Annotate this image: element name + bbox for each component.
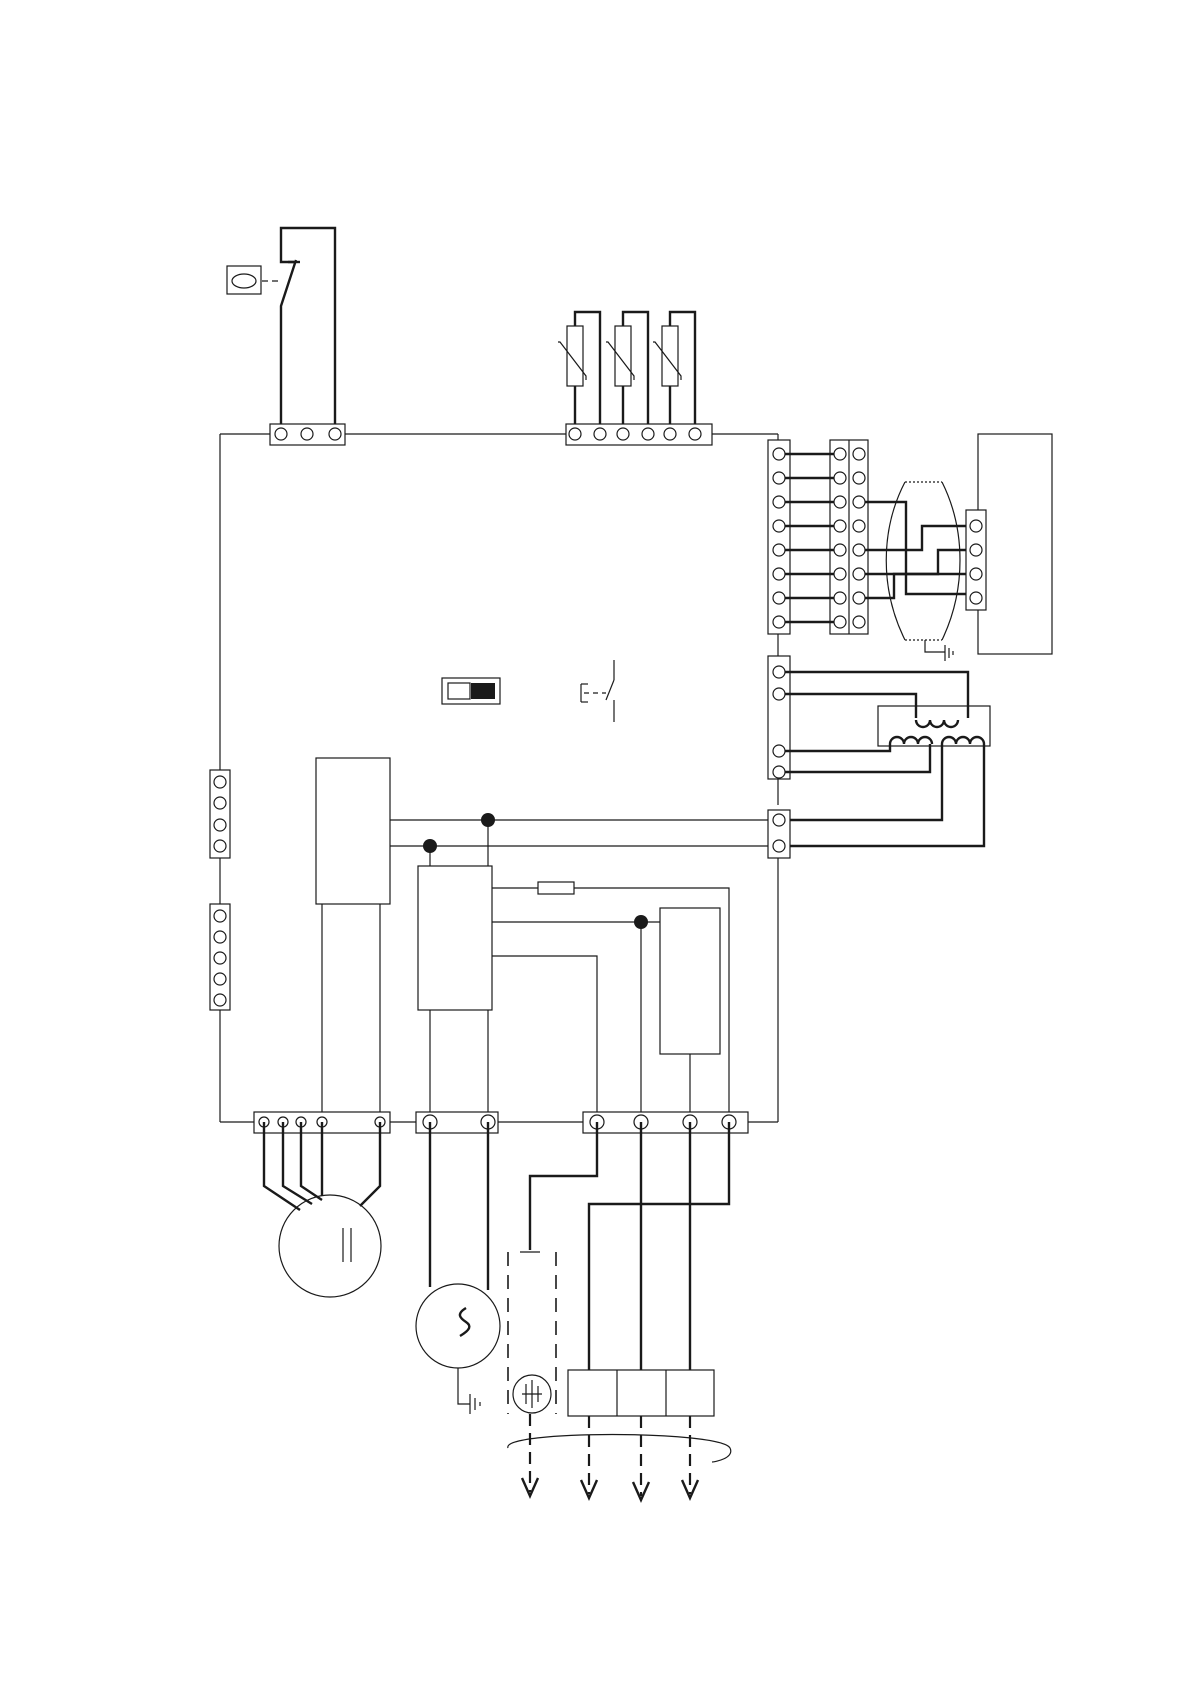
motor-capacitor-icon (279, 1195, 381, 1297)
shielded-cable (865, 482, 975, 661)
remote-control-box (966, 434, 1052, 654)
thermistor-group (558, 312, 695, 434)
transformer (785, 672, 990, 846)
outgoing-cables (508, 1414, 731, 1500)
thermistor-icon (653, 312, 695, 434)
terminal-block-right-main (768, 440, 790, 634)
control-module (641, 908, 720, 1122)
thermistor-icon (558, 312, 600, 434)
terminal-block-left-upper (210, 770, 230, 858)
terminal-block-top-middle (566, 424, 712, 445)
ac-motor-icon (416, 1284, 500, 1368)
terminal-block-bottom-right (583, 1112, 748, 1133)
thermistor-icon (606, 312, 648, 434)
dip-switch (442, 678, 500, 704)
push-button (581, 660, 614, 722)
terminal-block-bottom-supply (416, 1112, 498, 1133)
terminal-block-supply (768, 810, 790, 858)
fuse-icon (538, 882, 574, 894)
module-icon (660, 908, 720, 1054)
ground-icon (945, 645, 953, 661)
module-icon (418, 866, 492, 1010)
terminal-block-icon (568, 1370, 714, 1416)
terminal-block-top-left (270, 424, 345, 445)
fan-motor (264, 1122, 381, 1297)
pressure-switch (227, 228, 335, 434)
terminal-block-transformer (768, 656, 790, 779)
ground-icon (470, 1394, 480, 1414)
terminal-block-right-secondary (830, 440, 868, 634)
module-icon (316, 758, 390, 904)
remote-box-icon (978, 434, 1052, 654)
terminal-block-left-lower (210, 904, 230, 1010)
bus-wires (785, 454, 834, 622)
pump-motor (416, 1122, 500, 1414)
power-terminal (568, 1122, 729, 1416)
